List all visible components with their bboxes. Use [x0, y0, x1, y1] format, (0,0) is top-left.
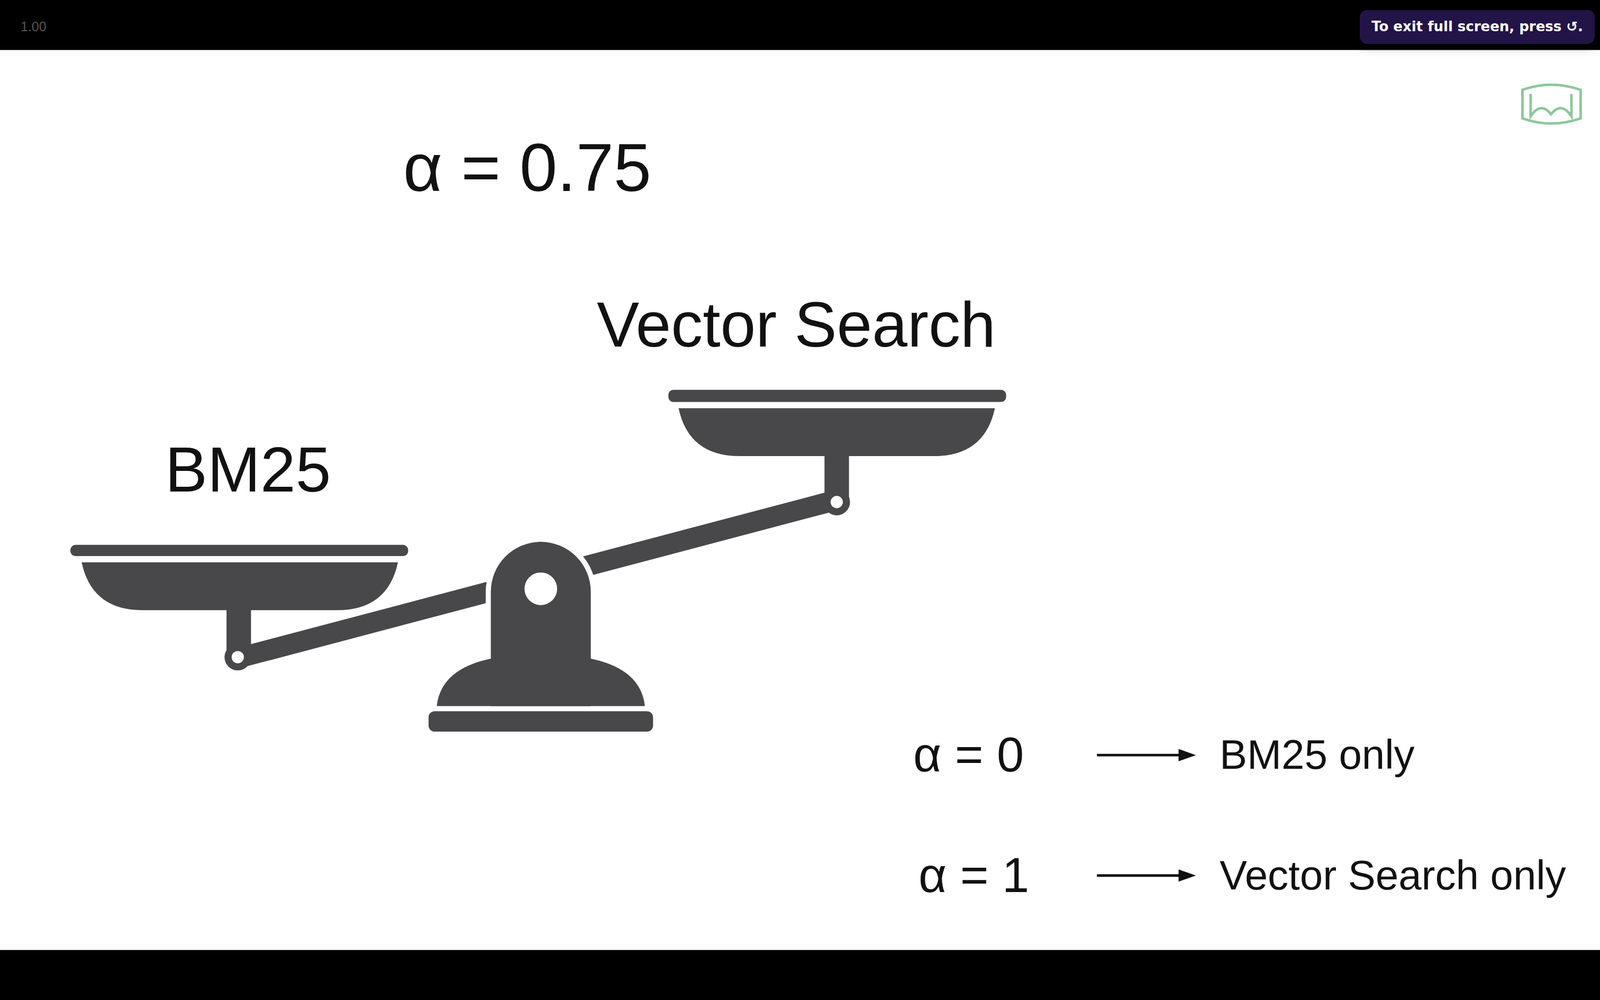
- left-pivot: [224, 643, 251, 671]
- tooltip-text: To exit full screen, press ↺.: [1371, 18, 1584, 35]
- scale-base: [436, 658, 645, 707]
- legend-meaning: BM25 only: [1219, 731, 1415, 779]
- legend-meaning: Vector Search only: [1219, 851, 1567, 900]
- right-pan-rim: [668, 389, 1006, 403]
- zoom-level: 1.00: [20, 19, 47, 35]
- legend-key: α = 0: [913, 726, 1024, 784]
- left-pan-rim: [70, 544, 408, 557]
- top-bar: [0, 0, 1600, 51]
- legend-key: α = 1: [918, 847, 1030, 904]
- logo: [1522, 84, 1581, 124]
- left-pan: [81, 562, 398, 611]
- legend-arrows: [1096, 749, 1196, 883]
- right-pan: [678, 407, 996, 457]
- balance-scale: [70, 389, 1007, 732]
- alpha-value: α = 0.75: [403, 128, 652, 207]
- scale-plate: [428, 711, 653, 732]
- fullscreen-tooltip: To exit full screen, press ↺.: [1359, 10, 1595, 44]
- pan-label: BM25: [165, 432, 331, 506]
- pan-label: Vector Search: [596, 287, 996, 361]
- bottom-bar: [0, 950, 1600, 1000]
- right-pivot: [823, 488, 850, 516]
